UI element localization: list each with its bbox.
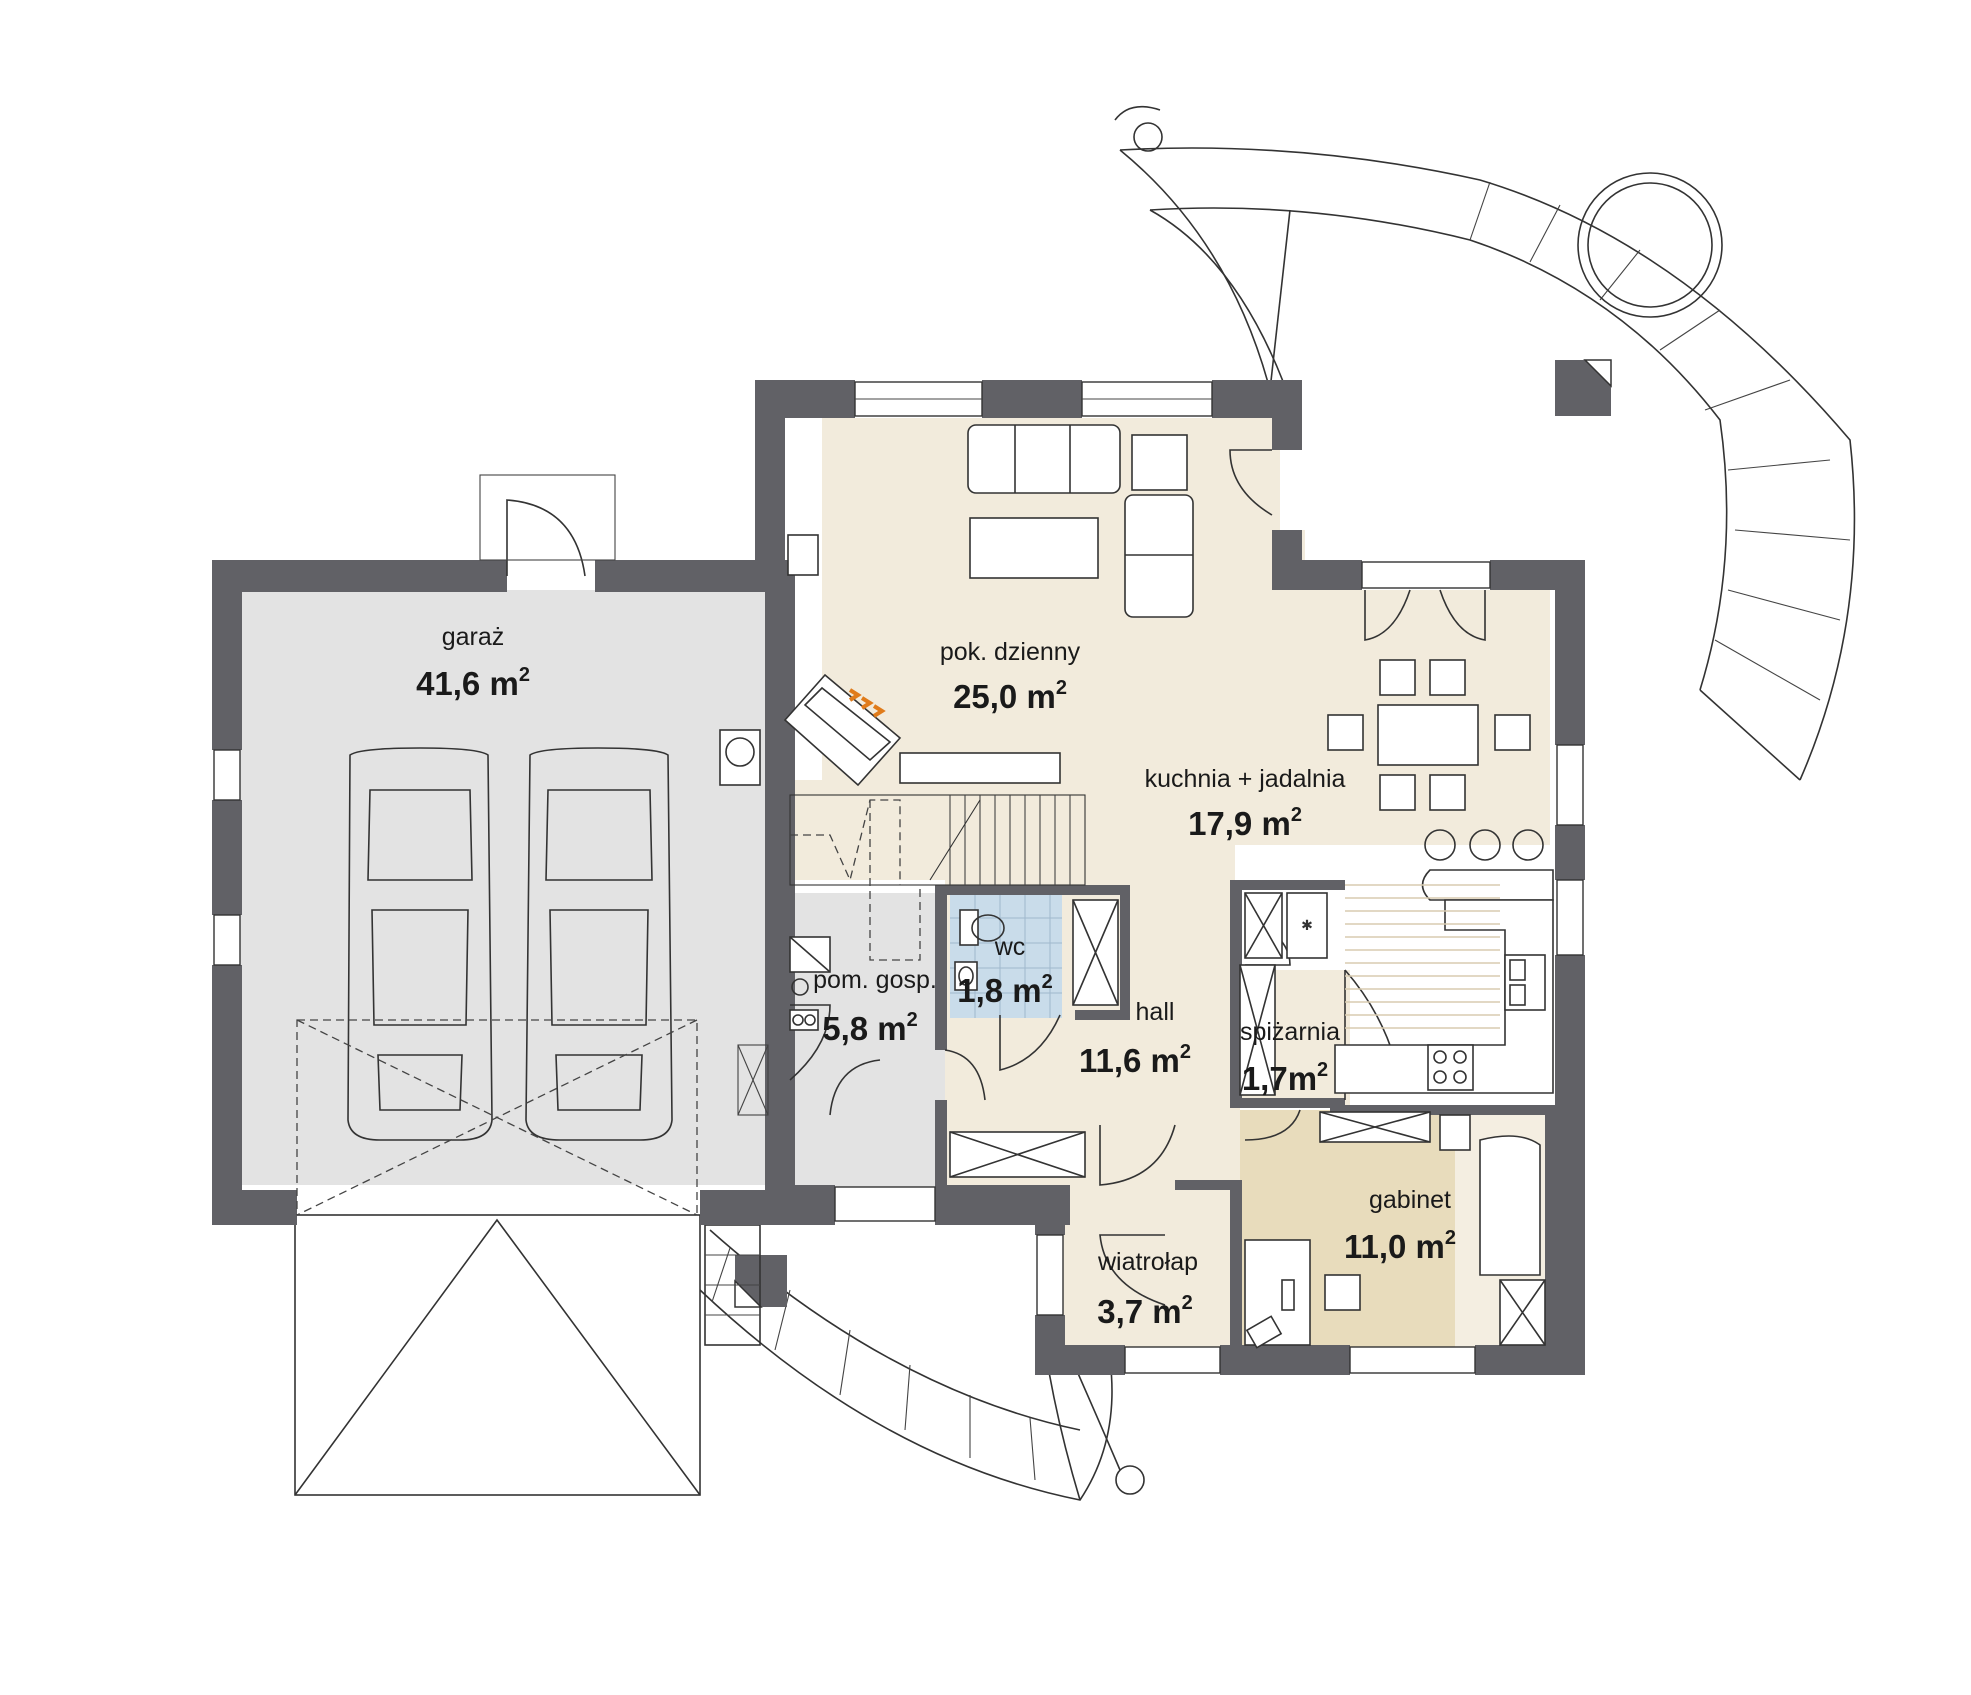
chimney-block	[787, 534, 819, 576]
room-label-hall: hall 11,6 m2	[1079, 998, 1191, 1079]
room-area: 41,6 m2	[416, 664, 530, 702]
room-name: spiżarnia	[1240, 1018, 1340, 1046]
room-name: kuchnia + jadalnia	[1145, 765, 1346, 793]
room-area: 5,8 m2	[822, 1009, 918, 1047]
column-icon	[1555, 359, 1612, 416]
lamp-icon	[1115, 1465, 1145, 1495]
sofa-side	[1124, 494, 1194, 618]
windows	[213, 381, 1584, 1374]
room-area: 11,6 m2	[1079, 1041, 1191, 1079]
room-name: pom. gosp.	[813, 966, 937, 994]
vestibule-floor	[1055, 1190, 1235, 1360]
room-name: pok. dzienny	[940, 638, 1081, 666]
toilet-icon	[959, 909, 1005, 946]
room-label-study: gabinet 11,0 m2	[1344, 1186, 1456, 1265]
room-area: 17,9 m2	[1188, 804, 1302, 842]
driveway	[294, 1214, 761, 1496]
kitchen-floor-stripes	[1345, 884, 1500, 1029]
room-area: 25,0 m2	[953, 677, 1067, 715]
column-icon	[734, 1255, 787, 1308]
terrace-north-east	[1114, 105, 1856, 781]
room-label-living: pok. dzienny 25,0 m2	[940, 638, 1081, 715]
room-name: wiatrołap	[1097, 1248, 1198, 1276]
study-furniture	[1244, 1111, 1546, 1349]
armchair	[1131, 434, 1188, 491]
room-label-vestibule: wiatrołap 3,7 m2	[1097, 1248, 1198, 1330]
round-planter-circle	[1577, 172, 1723, 318]
room-label-garage: garaż 41,6 m2	[416, 623, 530, 702]
utility-fixtures	[789, 936, 831, 1031]
room-name: wc	[994, 933, 1026, 961]
staircase	[789, 794, 1086, 961]
pantry-shelves: ✱	[1239, 892, 1328, 1096]
room-area: 11,0 m2	[1344, 1227, 1456, 1265]
coffee-table	[969, 517, 1099, 579]
walls	[212, 380, 1585, 1375]
car-left	[347, 747, 493, 1141]
tv-stand	[899, 752, 1061, 784]
lamp-icon	[1114, 105, 1163, 152]
room-name: hall	[1136, 998, 1175, 1026]
room-label-wc: wc 1,8 m2	[957, 933, 1053, 1009]
terrace-south	[699, 1229, 1145, 1501]
dining-set	[1327, 659, 1531, 811]
room-area: 3,7 m2	[1097, 1292, 1193, 1330]
fireplace-icon	[783, 673, 902, 787]
room-label-utility: pom. gosp. 5,8 m2	[813, 966, 937, 1047]
car-right	[525, 747, 673, 1141]
room-name: gabinet	[1369, 1186, 1451, 1214]
room-label-pantry: spiżarnia 1,7m2	[1240, 1018, 1340, 1097]
svg-text:✱: ✱	[1301, 918, 1313, 934]
garage-door-swing	[296, 1019, 698, 1216]
room-fills	[237, 418, 1555, 1360]
kitchen-counter	[1334, 899, 1554, 1094]
sink-icon	[954, 961, 978, 991]
wardrobe-hall-lower	[949, 1131, 1086, 1178]
wardrobe-hall	[1072, 899, 1119, 1006]
sofa	[967, 424, 1121, 494]
garage-floor	[237, 590, 767, 1185]
room-area: 1,7m2	[1242, 1059, 1328, 1097]
boiler-icon	[719, 729, 761, 786]
room-label-kitchen: kuchnia + jadalnia 17,9 m2	[1145, 765, 1346, 842]
room-area: 1,8 m2	[957, 971, 1053, 1009]
room-name: garaż	[442, 623, 505, 651]
